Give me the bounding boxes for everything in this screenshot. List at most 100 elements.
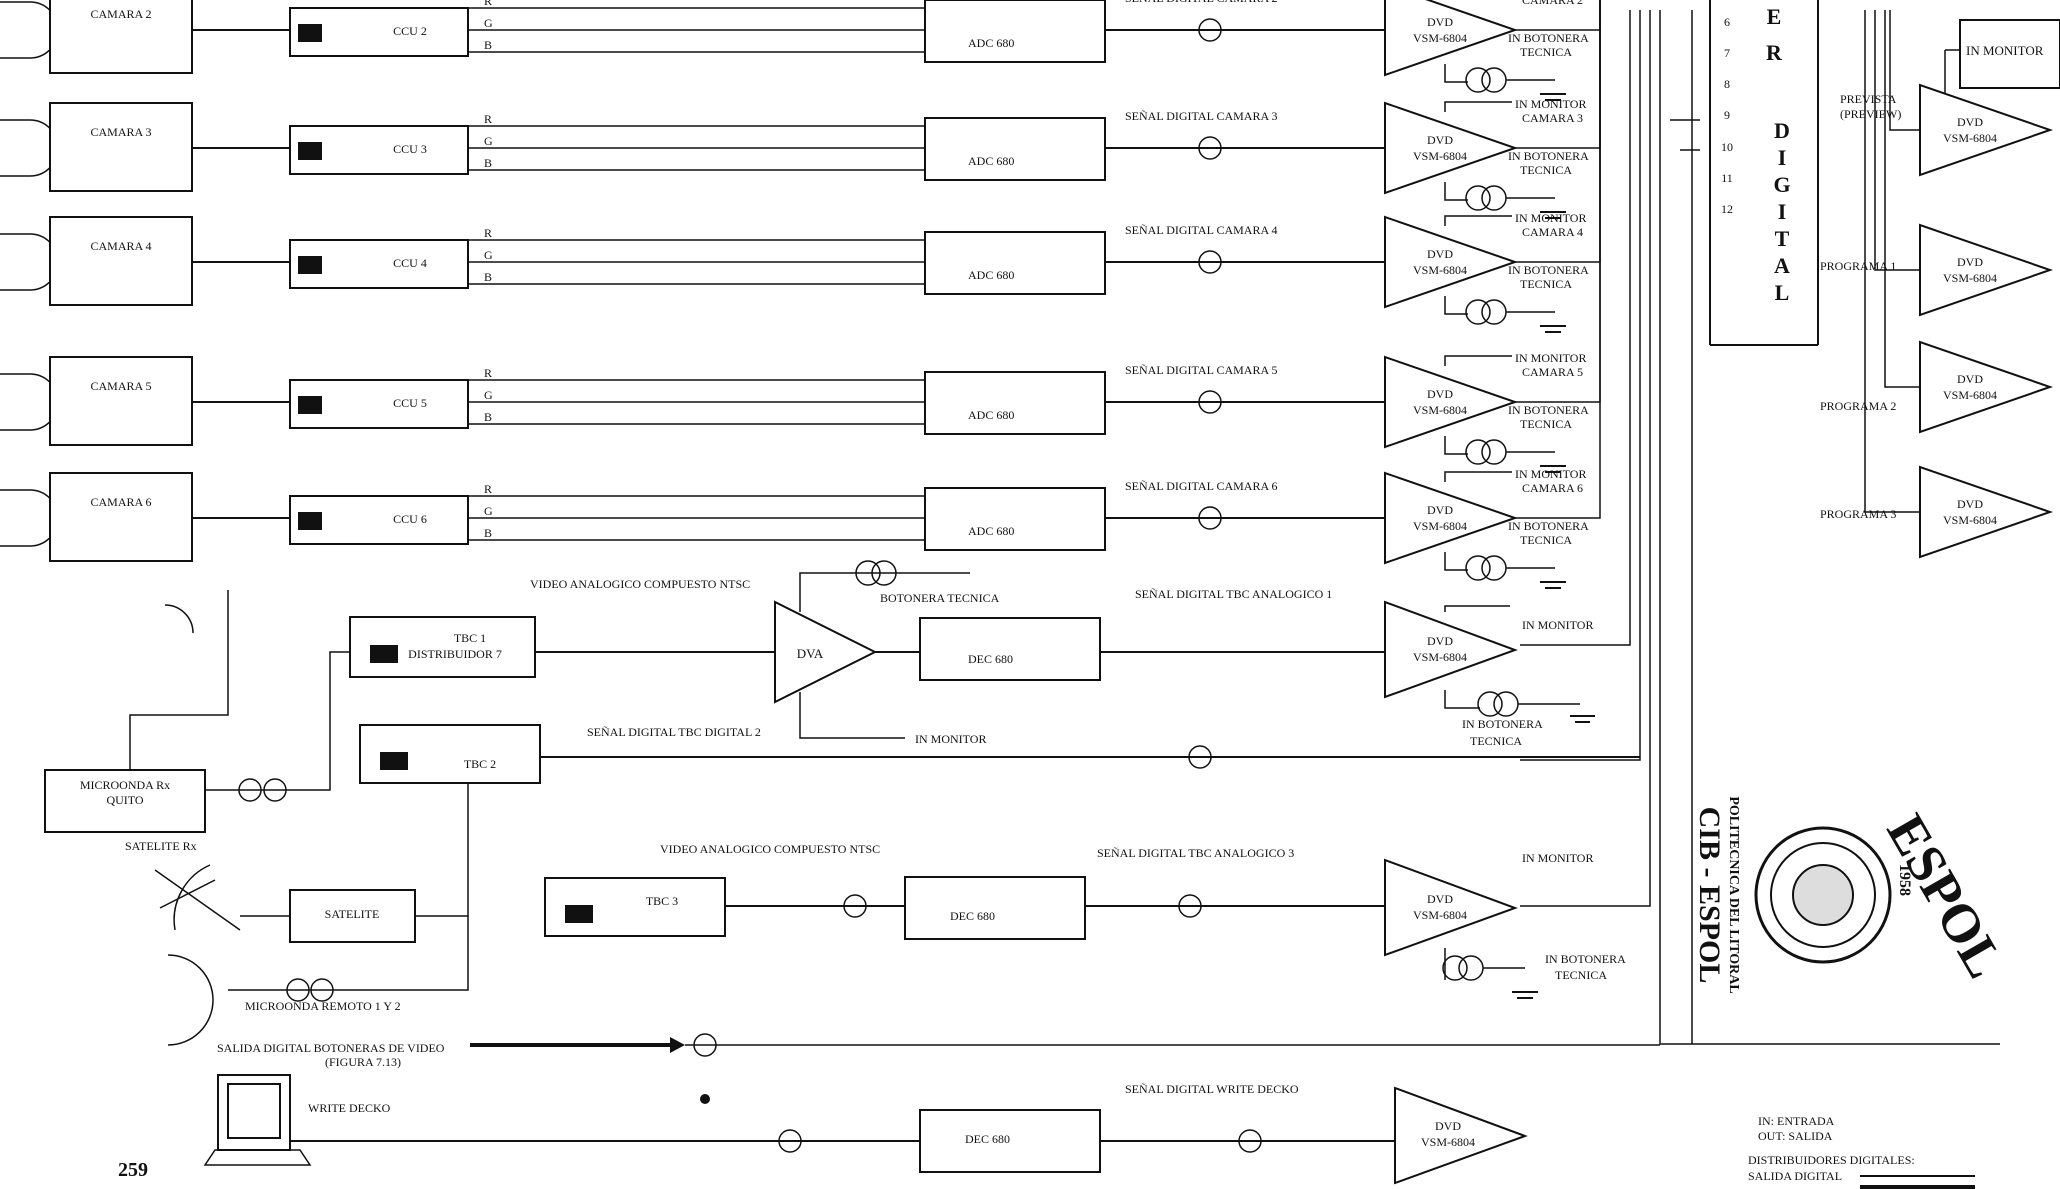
adc-label: ADC 680 xyxy=(968,524,1014,538)
ccu-label: CCU 3 xyxy=(393,142,427,156)
tbc1-row: TBC 1 DISTRIBUIDOR 7 VIDEO ANALOGICO COM… xyxy=(350,561,1595,748)
rgb-label: G xyxy=(484,16,493,30)
legend-title: DISTRIBUIDORES DIGITALES: xyxy=(1748,1153,1915,1167)
svg-text:TECNICA: TECNICA xyxy=(1520,277,1572,291)
router-letter: G xyxy=(1773,172,1792,197)
camera-label: CAMARA 3 xyxy=(90,125,151,139)
router-letter: I xyxy=(1778,145,1789,170)
botonera-tecnica-label: BOTONERA TECNICA xyxy=(880,591,1000,605)
svg-text:(PREVIEW): (PREVIEW) xyxy=(1840,107,1901,121)
adc-label: ADC 680 xyxy=(968,268,1014,282)
svg-text:DVD: DVD xyxy=(1435,1119,1461,1133)
adc-card xyxy=(925,0,1105,62)
in-monitor-label: IN MONITOR xyxy=(1515,211,1586,225)
write-decko-row: SALIDA DIGITAL BOTONERAS DE VIDEO (FIGUR… xyxy=(118,1034,1660,1183)
svg-text:DEC 680: DEC 680 xyxy=(950,909,995,923)
in-botonera-label: IN BOTONERA xyxy=(1508,149,1589,163)
rgb-label: B xyxy=(484,156,492,170)
tbc3-input-label: VIDEO ANALOGICO COMPUESTO NTSC xyxy=(660,842,880,856)
svg-text:DVD: DVD xyxy=(1427,15,1453,29)
signal-label: SEÑAL DIGITAL CAMARA 3 xyxy=(1125,109,1277,123)
svg-text:QUITO: QUITO xyxy=(106,793,143,807)
in-monitor-label: IN MONITOR xyxy=(1515,97,1586,111)
in-botonera-label: IN BOTONERA xyxy=(1508,31,1589,45)
seal-institution: POLITECNICA DEL LITORAL xyxy=(1726,796,1741,993)
tbc2-row: TBC 2 SEÑAL DIGITAL TBC DIGITAL 2 xyxy=(360,725,1640,783)
router-port: 8 xyxy=(1724,77,1730,91)
router-port: 9 xyxy=(1724,108,1730,122)
router-letter-e: E xyxy=(1767,4,1784,29)
adc-card xyxy=(925,488,1105,550)
svg-text:DEC 680: DEC 680 xyxy=(965,1132,1010,1146)
camera-box xyxy=(50,217,192,305)
salida-label: SALIDA DIGITAL BOTONERAS DE VIDEO xyxy=(217,1041,445,1055)
rgb-label: B xyxy=(484,270,492,284)
svg-text:VSM-6804: VSM-6804 xyxy=(1413,31,1467,45)
legend-in: IN: ENTRADA xyxy=(1758,1114,1835,1128)
svg-text:TECNICA: TECNICA xyxy=(1520,417,1572,431)
dec-card-tbc1 xyxy=(920,618,1100,680)
ccu-label: CCU 6 xyxy=(393,512,427,526)
svg-text:VSM-6804: VSM-6804 xyxy=(1943,388,1997,402)
dvd-amp-programa-2 xyxy=(1920,342,2050,432)
svg-text:IN BOTONERA: IN BOTONERA xyxy=(1462,717,1543,731)
router-letter: I xyxy=(1778,199,1789,224)
svg-text:DVD: DVD xyxy=(1427,387,1453,401)
svg-text:IN MONITOR: IN MONITOR xyxy=(1522,618,1593,632)
ccu-label: CCU 2 xyxy=(393,24,427,38)
signal-label: SEÑAL DIGITAL CAMARA 6 xyxy=(1125,479,1277,493)
svg-text:TECNICA: TECNICA xyxy=(1470,734,1522,748)
svg-text:IN BOTONERA: IN BOTONERA xyxy=(1545,952,1626,966)
rgb-label: R xyxy=(484,482,492,496)
svg-text:TECNICA: TECNICA xyxy=(1520,45,1572,59)
svg-text:TECNICA: TECNICA xyxy=(1520,163,1572,177)
rgb-label: G xyxy=(484,388,493,402)
svg-text:VSM-6804: VSM-6804 xyxy=(1413,403,1467,417)
in-botonera-label: IN BOTONERA xyxy=(1508,519,1589,533)
router-letter: A xyxy=(1774,253,1792,278)
signal-label: SEÑAL DIGITAL CAMARA 4 xyxy=(1125,223,1277,237)
programa-3-label: PROGRAMA 3 xyxy=(1820,507,1896,521)
svg-text:DVD: DVD xyxy=(1957,255,1983,269)
microonda-remoto-label: MICROONDA REMOTO 1 Y 2 xyxy=(245,999,401,1013)
svg-text:CAMARA 3: CAMARA 3 xyxy=(1522,111,1583,125)
svg-text:VSM-6804: VSM-6804 xyxy=(1413,908,1467,922)
rgb-label: R xyxy=(484,226,492,240)
svg-text:VSM-6804: VSM-6804 xyxy=(1413,650,1467,664)
preview-label: PREVISTA xyxy=(1840,92,1897,106)
dvd-amp xyxy=(1385,357,1515,447)
svg-text:(FIGURA 7.13): (FIGURA 7.13) xyxy=(325,1055,401,1069)
svg-text:DVD: DVD xyxy=(1427,634,1453,648)
svg-text:TBC 1: TBC 1 xyxy=(454,631,486,645)
router-letter-r: R xyxy=(1766,40,1784,65)
dvd-amp xyxy=(1385,217,1515,307)
camera-box xyxy=(50,103,192,191)
signal-label: SEÑAL DIGITAL CAMARA 2 xyxy=(1125,0,1277,5)
svg-text:VSM-6804: VSM-6804 xyxy=(1943,513,1997,527)
dva-amp xyxy=(775,602,875,702)
svg-text:DVD: DVD xyxy=(1427,247,1453,261)
adc-card xyxy=(925,372,1105,434)
svg-text:VSM-6804: VSM-6804 xyxy=(1413,149,1467,163)
adc-card xyxy=(925,118,1105,180)
write-decko-signal: SEÑAL DIGITAL WRITE DECKO xyxy=(1125,1082,1299,1096)
in-monitor-label: IN MONITOR xyxy=(1515,467,1586,481)
router-port: 10 xyxy=(1721,140,1733,154)
adc-label: ADC 680 xyxy=(968,408,1014,422)
dec-card-tbc3 xyxy=(905,877,1085,939)
camera-row: CAMARA 6CCU 6RGBADC 680SEÑAL DIGITAL CAM… xyxy=(0,0,1600,588)
tbc2-signal-label: SEÑAL DIGITAL TBC DIGITAL 2 xyxy=(587,725,761,739)
rgb-label: G xyxy=(484,504,493,518)
tbc1-input-label: VIDEO ANALOGICO COMPUESTO NTSC xyxy=(530,577,750,591)
router-port: 7 xyxy=(1724,46,1730,60)
svg-text:TBC 3: TBC 3 xyxy=(646,894,678,908)
camera-label: CAMARA 4 xyxy=(90,239,151,253)
svg-text:DVD: DVD xyxy=(1957,497,1983,511)
router-letter: L xyxy=(1775,280,1792,305)
dec-card-write-decko xyxy=(920,1110,1100,1172)
